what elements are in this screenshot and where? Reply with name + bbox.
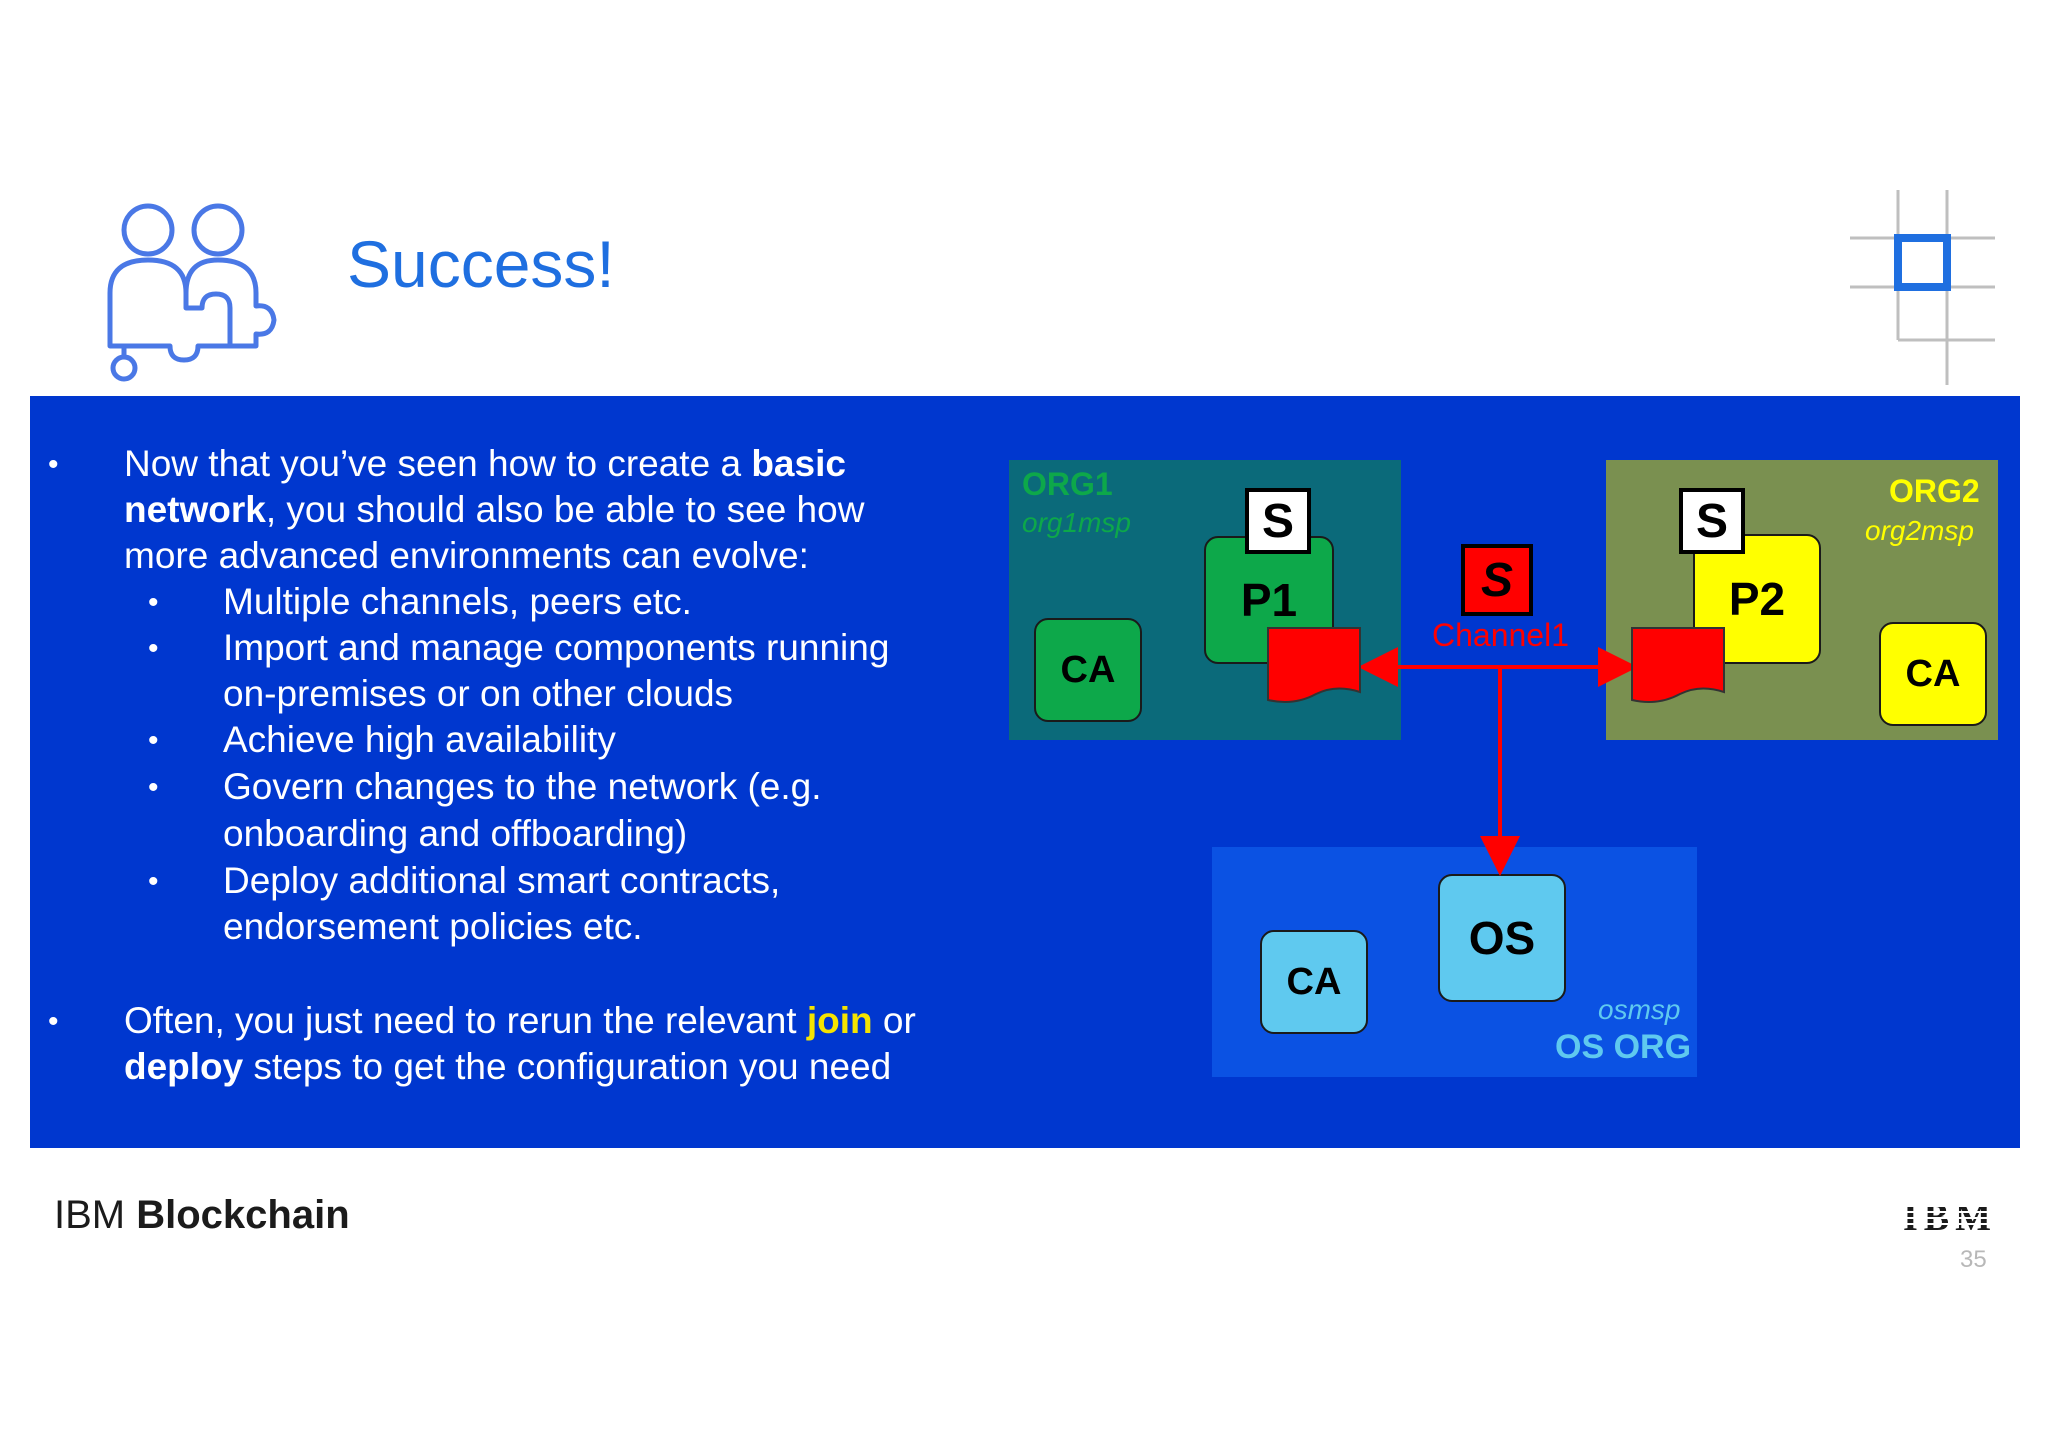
crosshair-logo-icon	[1850, 190, 1995, 385]
text: , you should also be able to see how	[265, 489, 865, 530]
sub-bullet-5-line-2: endorsement policies etc.	[223, 906, 643, 947]
org1-smart-contract: S	[1245, 488, 1311, 554]
bold-text: network	[124, 489, 266, 530]
sub-bullet-marker: •	[148, 771, 159, 804]
os-org-msp: osmsp	[1598, 994, 1681, 1025]
bullet-1-line-3: more advanced environments can evolve:	[124, 535, 809, 576]
bold-text: basic	[751, 443, 846, 484]
org1-ledger-icon	[1267, 627, 1361, 703]
sub-bullet-2-line-1: Import and manage components running	[223, 627, 890, 668]
bold-text: deploy	[124, 1046, 244, 1087]
sub-bullet-3: Achieve high availability	[223, 719, 616, 760]
bullet-marker: •	[48, 448, 59, 481]
channel-label: Channel1	[1432, 617, 1569, 653]
brand-light: IBM	[54, 1193, 137, 1237]
bullet-2-line-2: deploy steps to get the configuration yo…	[124, 1044, 891, 1090]
highlight-text: join	[806, 1000, 873, 1041]
brand-wordmark: IBM Blockchain	[54, 1193, 350, 1238]
channel-links	[1358, 647, 1638, 876]
text: Now that you’ve seen how to create a	[124, 443, 752, 484]
os-org-ca-node: CA	[1260, 930, 1368, 1034]
text: or	[872, 1000, 916, 1041]
sub-bullet-4-line-1: Govern changes to the network (e.g.	[223, 766, 822, 807]
bullet-1-line-2: network, you should also be able to see …	[124, 487, 864, 533]
text: steps to get the configuration you need	[243, 1046, 892, 1087]
org1-ca-node: CA	[1034, 618, 1142, 722]
bullet-1-line-1: Now that you’ve seen how to create a bas…	[124, 441, 846, 487]
page-number: 35	[1960, 1246, 1987, 1273]
sub-bullet-marker: •	[148, 586, 159, 619]
org1-label: ORG1	[1022, 466, 1113, 502]
sub-bullet-marker: •	[148, 724, 159, 757]
bullet-marker: •	[48, 1005, 59, 1038]
org2-msp: org2msp	[1865, 515, 1974, 546]
sub-bullet-1: Multiple channels, peers etc.	[223, 581, 692, 622]
org1-msp: org1msp	[1022, 507, 1131, 538]
puzzle-people-icon	[107, 203, 277, 382]
ibm-logo-icon: IBM	[1903, 1198, 1995, 1234]
org2-ca-node: CA	[1879, 622, 1987, 726]
org2-label: ORG2	[1889, 473, 1980, 509]
sub-bullet-2-line-2: on-premises or on other clouds	[223, 673, 734, 714]
os-org-label: OS ORG	[1555, 1028, 1692, 1066]
sub-bullet-marker: •	[148, 632, 159, 665]
channel-smart-contract: S	[1461, 544, 1533, 616]
sub-bullet-marker: •	[148, 865, 159, 898]
org2-ledger-icon	[1631, 627, 1725, 703]
sub-bullet-4-line-2: onboarding and offboarding)	[223, 813, 688, 854]
text: Often, you just need to rerun the releva…	[124, 1000, 807, 1041]
sub-bullet-5-line-1: Deploy additional smart contracts,	[223, 860, 781, 901]
bullet-2-line-1: Often, you just need to rerun the releva…	[124, 998, 916, 1044]
brand-bold: Blockchain	[136, 1193, 350, 1237]
slide-title: Success!	[347, 227, 615, 301]
org2-smart-contract: S	[1679, 488, 1745, 554]
ibm-logo-text: IBM	[1903, 1198, 1991, 1234]
ordering-service-node: OS	[1438, 874, 1566, 1002]
